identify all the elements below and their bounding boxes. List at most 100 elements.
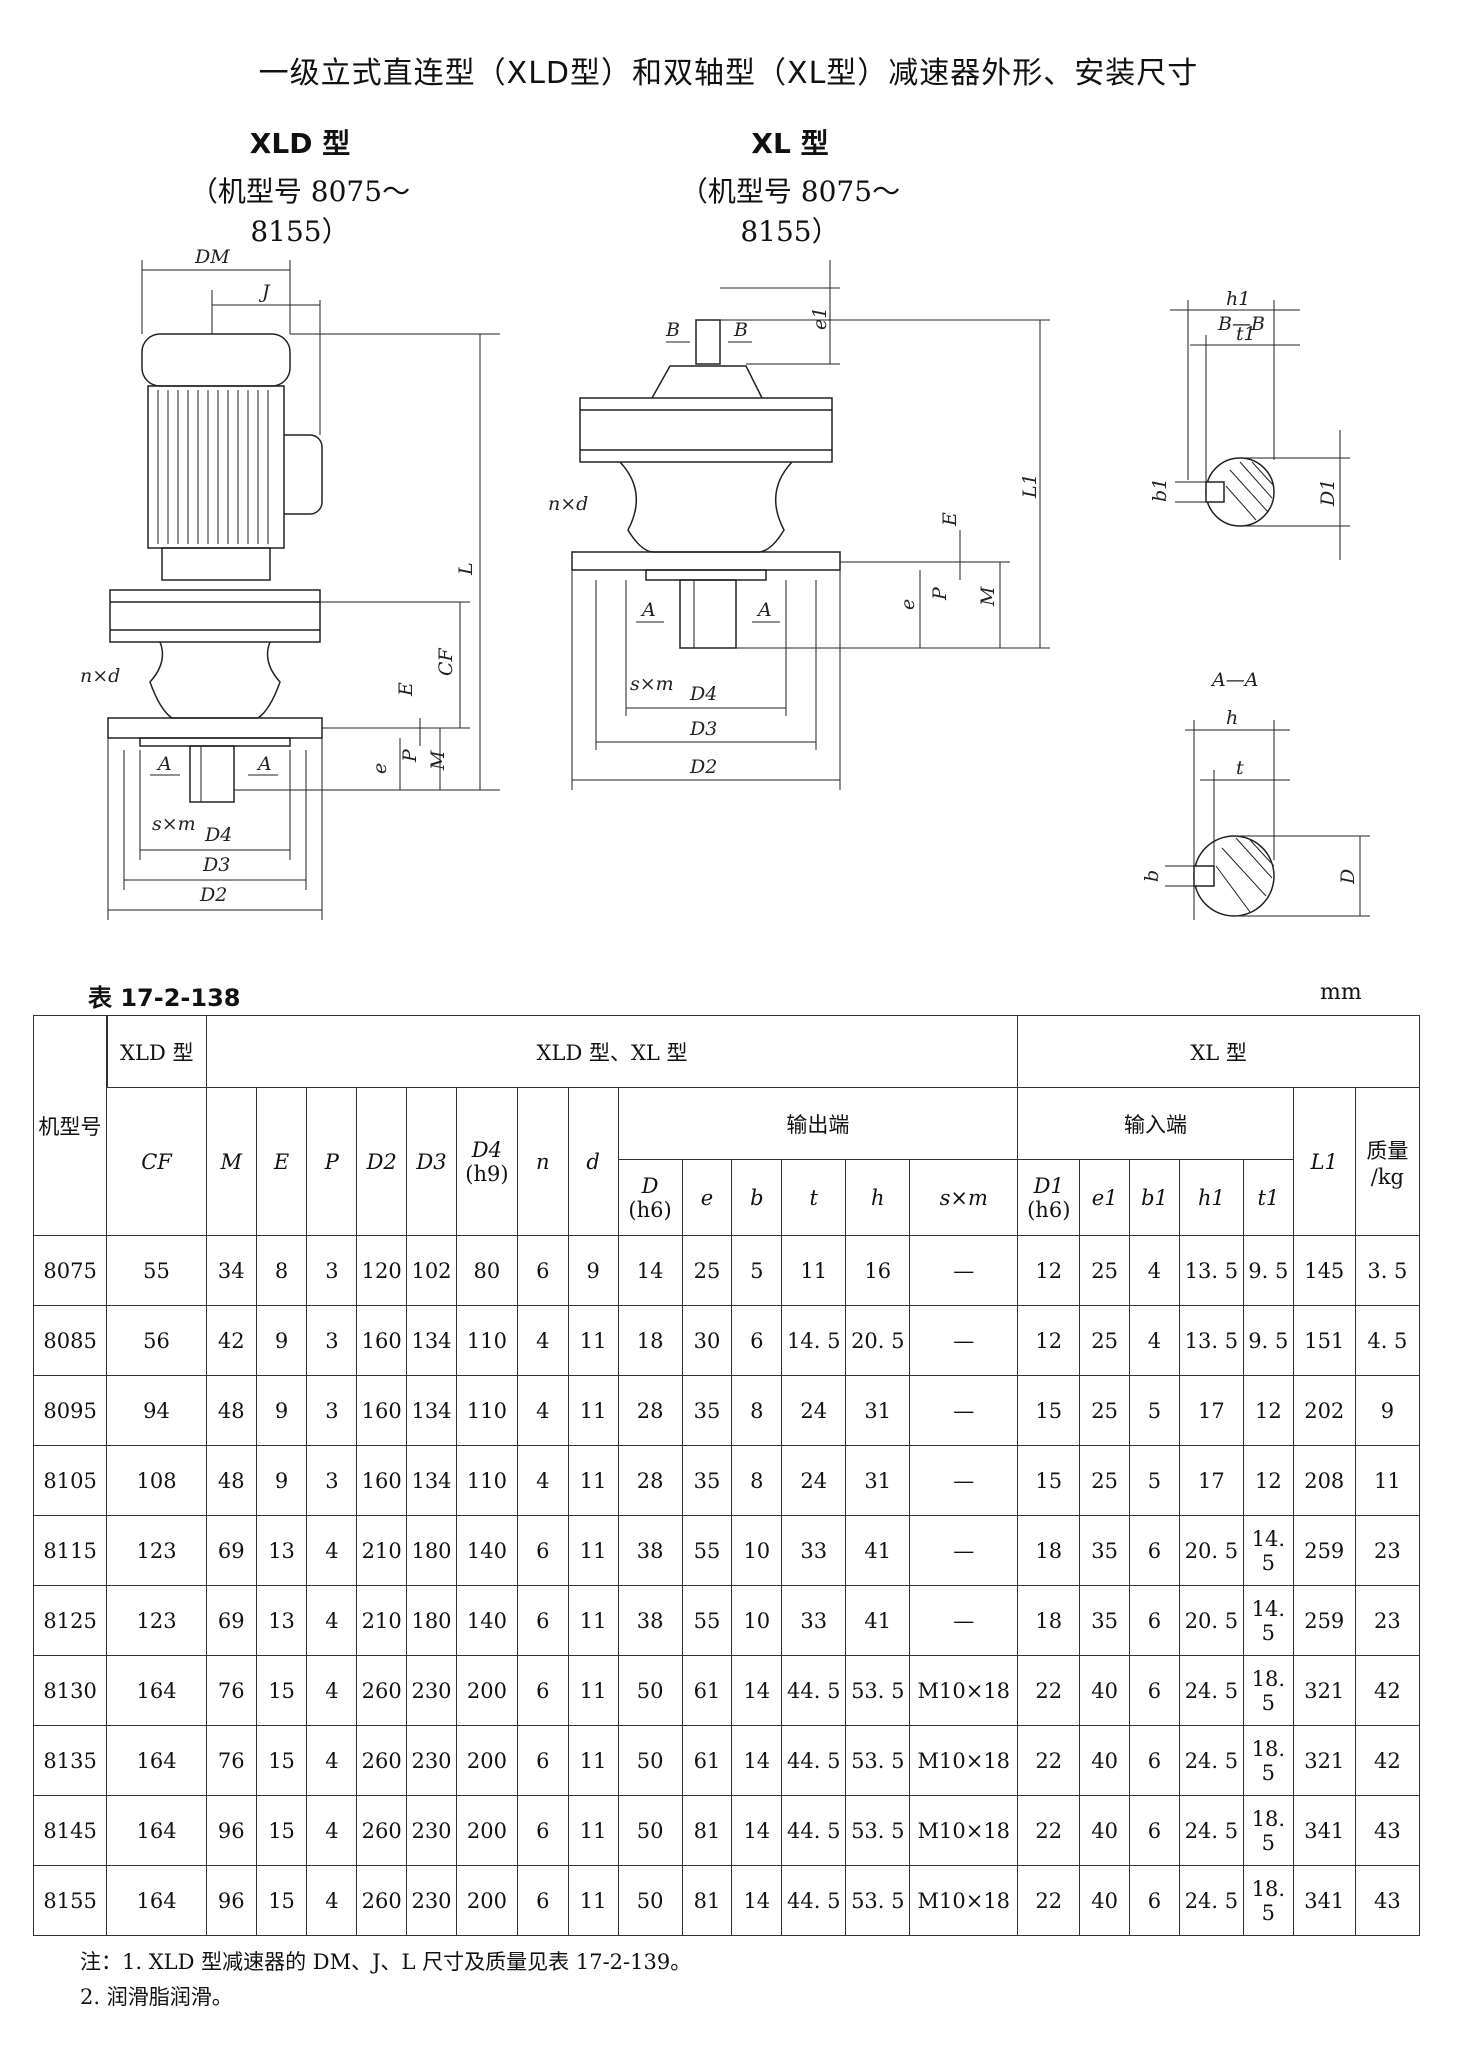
value-cell: 260	[356, 1795, 408, 1866]
label-xl-sm: s×m	[630, 673, 674, 695]
value-cell: 6	[516, 1515, 569, 1586]
value-cell: 260	[356, 1865, 408, 1936]
header-cf: CF	[106, 1087, 207, 1236]
label-t: t	[1236, 757, 1244, 779]
value-cell: 108	[106, 1445, 207, 1516]
value-cell: 40	[1079, 1655, 1131, 1726]
value-cell: 96	[205, 1795, 257, 1866]
header-n: n	[516, 1087, 569, 1236]
value-cell: 230	[406, 1725, 457, 1796]
model-cell: 8145	[32, 1795, 108, 1866]
value-cell: 11	[567, 1305, 619, 1376]
xl-model-name: XL 型	[751, 127, 829, 160]
value-cell: 17	[1178, 1445, 1244, 1516]
label-dm: DM	[194, 246, 230, 268]
value-cell: 164	[106, 1655, 207, 1726]
value-cell: 80	[455, 1235, 518, 1306]
value-cell: 16	[845, 1235, 911, 1306]
header-out-t: t	[781, 1159, 847, 1236]
value-cell: 8	[731, 1445, 783, 1516]
value-cell: 9	[567, 1235, 619, 1306]
value-cell: 35	[681, 1445, 733, 1516]
value-cell: 6	[516, 1585, 569, 1656]
value-cell: 4	[306, 1655, 358, 1726]
value-cell: 341	[1292, 1795, 1356, 1866]
model-cell: 8135	[32, 1725, 108, 1796]
header-d4: D4(h9)	[455, 1087, 518, 1236]
value-cell: 14	[731, 1725, 783, 1796]
xld-gear-housing	[109, 589, 321, 643]
xl-drawing: B B e1 L1 E P M e n×d s×m D4 D3 D2 A A	[548, 260, 1050, 790]
value-cell: 230	[406, 1655, 457, 1726]
label-xl-nd: n×d	[548, 493, 588, 515]
value-cell: 22	[1017, 1795, 1081, 1866]
value-cell: 96	[205, 1865, 257, 1936]
value-cell: 53. 5	[845, 1865, 911, 1936]
value-cell: 12	[1017, 1235, 1081, 1306]
value-cell: 53. 5	[845, 1795, 911, 1866]
value-cell: 12	[1242, 1445, 1294, 1516]
value-cell: M10×18	[909, 1725, 1019, 1796]
label-e-upper: E	[395, 682, 417, 697]
value-cell: 69	[205, 1585, 257, 1656]
value-cell: 35	[681, 1375, 733, 1446]
value-cell: 6	[1129, 1515, 1180, 1586]
value-cell: 110	[455, 1375, 518, 1446]
xl-flange	[571, 551, 841, 571]
label-e1: e1	[809, 307, 831, 330]
value-cell: 208	[1292, 1445, 1356, 1516]
header-p: P	[306, 1087, 358, 1236]
value-cell: 61	[681, 1725, 733, 1796]
value-cell: 6	[1129, 1585, 1180, 1656]
xld-motor-cap	[141, 333, 291, 387]
value-cell: 18	[1017, 1515, 1081, 1586]
value-cell: 134	[406, 1375, 457, 1446]
value-cell: 13. 5	[1178, 1305, 1244, 1376]
label-j: J	[258, 281, 271, 303]
notes: 注：1. XLD 型减速器的 DM、J、L 尺寸及质量见表 17-2-139。 …	[80, 1945, 691, 2015]
value-cell: 18. 5	[1242, 1655, 1294, 1726]
value-cell: 180	[406, 1585, 457, 1656]
value-cell: 210	[356, 1515, 408, 1586]
value-cell: 260	[356, 1725, 408, 1796]
label-b1: b1	[1149, 478, 1171, 502]
value-cell: 50	[617, 1795, 683, 1866]
header-d2: D2	[356, 1087, 408, 1236]
value-cell: 50	[617, 1655, 683, 1726]
xl-neck-casting	[619, 461, 793, 553]
value-cell: 30	[681, 1305, 733, 1376]
label-xl-m: M	[977, 586, 999, 607]
value-cell: 5	[731, 1235, 783, 1306]
label-xl-d2: D2	[689, 756, 717, 778]
label-d: D	[1337, 869, 1359, 885]
value-cell: 44. 5	[781, 1865, 847, 1936]
value-cell: 6	[1129, 1795, 1180, 1866]
header-mass: 质量/kg	[1354, 1087, 1421, 1236]
xl-top-cover	[651, 365, 763, 399]
value-cell: 34	[205, 1235, 257, 1306]
value-cell: 6	[1129, 1655, 1180, 1726]
value-cell: 200	[455, 1865, 518, 1936]
value-cell: 9	[255, 1445, 308, 1516]
label-h1: h1	[1226, 288, 1250, 310]
value-cell: 200	[455, 1725, 518, 1796]
label-xl-e-upper: E	[939, 512, 961, 527]
unit-label: mm	[1320, 980, 1362, 1005]
header-d3: D3	[406, 1087, 457, 1236]
value-cell: 23	[1354, 1585, 1421, 1656]
value-cell: 9	[1354, 1375, 1421, 1446]
label-b: b	[1141, 870, 1163, 882]
label-cf: CF	[435, 647, 457, 676]
value-cell: 6	[731, 1305, 783, 1376]
value-cell: 3	[306, 1305, 358, 1376]
header-in-e1: e1	[1079, 1159, 1131, 1236]
label-h: h	[1226, 707, 1238, 729]
value-cell: 41	[845, 1585, 911, 1656]
value-cell: 9. 5	[1242, 1235, 1294, 1306]
value-cell: 24. 5	[1178, 1725, 1244, 1796]
value-cell: 12	[1017, 1305, 1081, 1376]
value-cell: 160	[356, 1375, 408, 1446]
